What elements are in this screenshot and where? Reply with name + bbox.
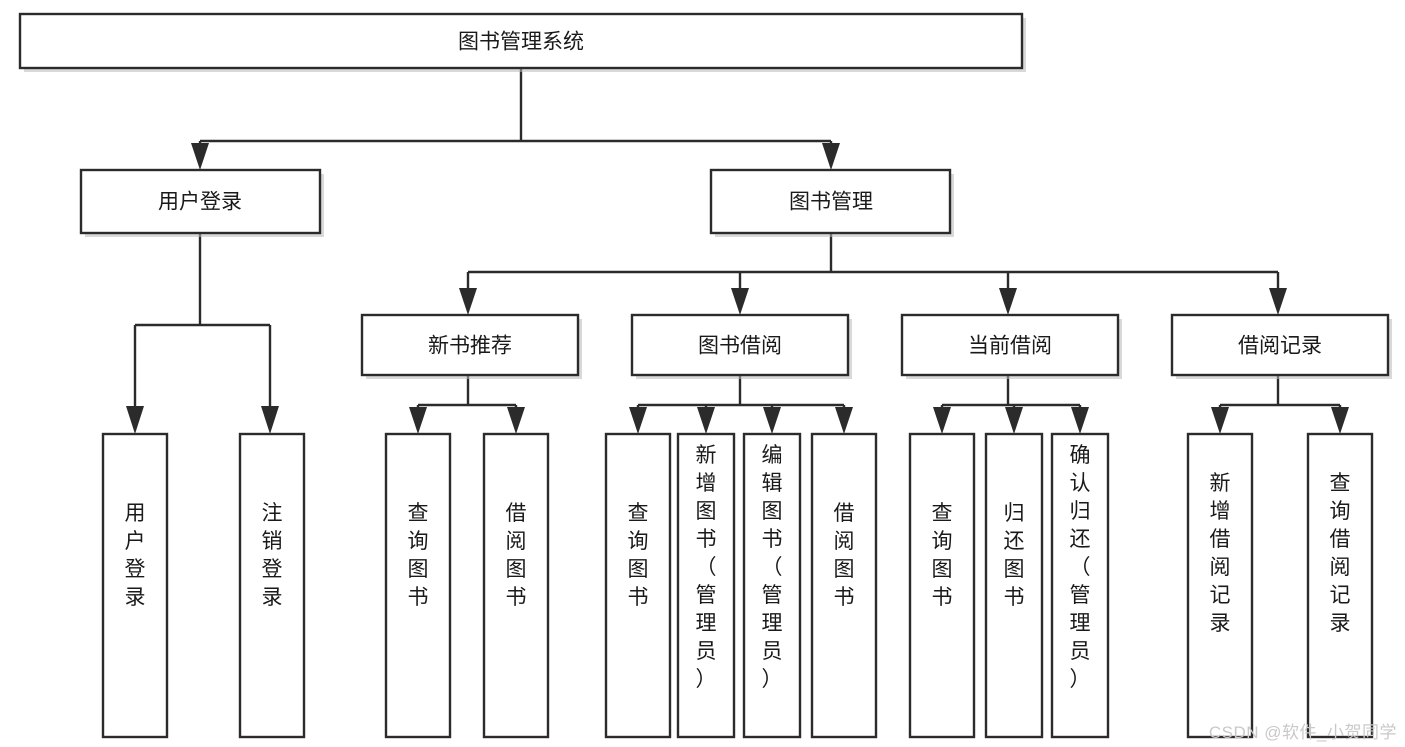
leaf-add-borrow-record-label: 新增借阅记录: [1210, 472, 1231, 635]
leaf-query-book-borrow-label: 查询图书: [628, 502, 649, 609]
node-root[interactable]: 图书管理系统: [18, 12, 1026, 72]
arrowhead-new-book-recommend: [459, 288, 477, 315]
node-leaf-user-login[interactable]: 用户登录: [101, 432, 169, 739]
leaf-query-borrow-record-box[interactable]: [1306, 432, 1374, 739]
current-borrow-box[interactable]: [900, 313, 1120, 377]
arrowhead-leaf-query-book-recommend: [409, 407, 427, 434]
arrowhead-leaf-return-book: [1005, 407, 1023, 434]
node-borrow-record[interactable]: 借阅记录: [1170, 313, 1392, 379]
node-leaf-add-book[interactable]: 新增图书（管理员）: [676, 432, 736, 739]
arrowhead-book-borrow: [731, 288, 749, 315]
leaf-add-book-label: 新增图书（管理员）: [696, 444, 717, 691]
leaf-query-book-recommend-label: 查询图书: [408, 502, 429, 609]
leaf-query-book-recommend-box[interactable]: [384, 432, 452, 739]
leaf-query-book-current-label: 查询图书: [932, 502, 953, 609]
root-box[interactable]: [18, 12, 1024, 70]
arrowhead-borrow-record: [1269, 288, 1287, 315]
user-login-label: 用户登录: [158, 191, 242, 214]
arrowhead-current-borrow: [999, 288, 1017, 315]
book-borrow-label: 图书借阅: [698, 335, 782, 358]
arrowhead-user-login: [191, 143, 209, 170]
node-current-borrow[interactable]: 当前借阅: [900, 313, 1122, 379]
arrowhead-leaf-confirm-return: [1071, 407, 1089, 434]
leaf-user-login-box[interactable]: [101, 432, 169, 739]
leaf-edit-book-box[interactable]: [742, 432, 802, 739]
leaf-borrow-book-box[interactable]: [810, 432, 878, 739]
node-leaf-query-book-recommend[interactable]: 查询图书: [384, 432, 452, 739]
leaf-return-book-label: 归还图书: [1004, 502, 1025, 609]
current-borrow-label: 当前借阅: [968, 335, 1052, 358]
arrowhead-leaf-user-logout: [261, 406, 279, 434]
node-leaf-borrow-book-recommend[interactable]: 借阅图书: [482, 432, 550, 739]
leaf-add-borrow-record-box[interactable]: [1186, 432, 1254, 739]
leaf-query-book-current-box[interactable]: [908, 432, 976, 739]
leaf-borrow-book-recommend-box[interactable]: [482, 432, 550, 739]
leaf-user-logout-label: 注销登录: [262, 502, 283, 609]
leaf-user-login-label: 用户登录: [125, 502, 146, 609]
new-book-recommend-label: 新书推荐: [428, 335, 512, 358]
root-label: 图书管理系统: [458, 31, 584, 54]
leaf-borrow-book-recommend-label: 借阅图书: [506, 502, 527, 609]
leaf-confirm-return-label: 确认归还（管理员）: [1070, 444, 1091, 691]
new-book-recommend-box[interactable]: [360, 313, 580, 377]
node-leaf-borrow-book[interactable]: 借阅图书: [810, 432, 878, 739]
book-management-label: 图书管理: [789, 191, 873, 214]
node-leaf-query-book-current[interactable]: 查询图书: [908, 432, 976, 739]
book-borrow-box[interactable]: [630, 313, 850, 377]
arrowhead-leaf-query-book-borrow: [629, 407, 647, 434]
node-book-borrow[interactable]: 图书借阅: [630, 313, 852, 379]
leaf-confirm-return-box[interactable]: [1050, 432, 1110, 739]
borrow-record-label: 借阅记录: [1238, 335, 1322, 358]
leaf-return-book-box[interactable]: [984, 432, 1044, 739]
leaf-user-logout-box[interactable]: [238, 432, 306, 739]
node-leaf-return-book[interactable]: 归还图书: [984, 432, 1044, 739]
node-leaf-edit-book[interactable]: 编辑图书（管理员）: [742, 432, 802, 739]
book-management-box[interactable]: [709, 168, 952, 235]
leaf-edit-book-label: 编辑图书（管理员）: [762, 444, 783, 691]
node-user-login[interactable]: 用户登录: [79, 168, 324, 237]
arrowhead-leaf-query-borrow-record: [1331, 407, 1349, 434]
arrowhead-leaf-add-borrow-record: [1211, 407, 1229, 434]
leaf-query-borrow-record-label: 查询借阅记录: [1330, 472, 1351, 635]
arrowhead-leaf-borrow-book: [835, 407, 853, 434]
borrow-record-box[interactable]: [1170, 313, 1390, 377]
leaf-add-book-box[interactable]: [676, 432, 736, 739]
arrowhead-leaf-query-book-current: [933, 407, 951, 434]
node-leaf-query-book-borrow[interactable]: 查询图书: [604, 432, 672, 739]
arrowhead-book-management: [822, 143, 840, 170]
node-leaf-user-logout[interactable]: 注销登录: [238, 432, 306, 739]
arrowhead-leaf-user-login: [126, 406, 144, 434]
arrowhead-leaf-edit-book: [763, 407, 781, 434]
leaf-borrow-book-label: 借阅图书: [834, 502, 855, 609]
node-book-management[interactable]: 图书管理: [709, 168, 954, 237]
node-leaf-add-borrow-record[interactable]: 新增借阅记录: [1186, 432, 1254, 739]
node-leaf-confirm-return[interactable]: 确认归还（管理员）: [1050, 432, 1110, 739]
user-login-box[interactable]: [79, 168, 322, 235]
arrowhead-leaf-add-book: [697, 407, 715, 434]
leaf-query-book-borrow-box[interactable]: [604, 432, 672, 739]
node-new-book-recommend[interactable]: 新书推荐: [360, 313, 582, 379]
node-leaf-query-borrow-record[interactable]: 查询借阅记录: [1306, 432, 1374, 739]
arrowhead-leaf-borrow-book-recommend: [507, 407, 525, 434]
connector-layer: [126, 68, 1349, 434]
